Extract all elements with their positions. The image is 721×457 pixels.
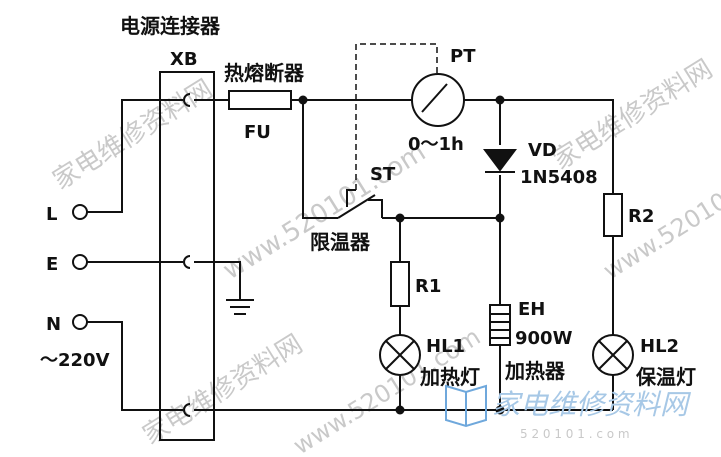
terminal-e-label: E [46, 254, 58, 275]
r1-label: R1 [415, 276, 441, 297]
heater-power: 900W [515, 328, 573, 349]
wire-ground [194, 261, 241, 300]
fuse-id: FU [244, 122, 271, 143]
site-logo-watermark: 家电维修资料网 5 2 0 1 0 1 . c o m [445, 384, 692, 441]
ground-icon [226, 299, 254, 315]
wire-top-bus-3 [464, 99, 614, 194]
heater-title: 加热器 [504, 359, 566, 383]
diode-model: 1N5408 [520, 167, 598, 188]
voltage-label: ～220V [40, 350, 110, 371]
terminal-n-label: N [46, 314, 61, 335]
switch-id: ST [370, 164, 396, 185]
wire-l [87, 99, 183, 213]
diode-vd-symbol [483, 149, 517, 173]
terminal-clamp-bottom [183, 403, 191, 417]
terminal-clamp-top [183, 93, 191, 107]
junction-dots [298, 95, 505, 415]
hl1-id: HL1 [426, 336, 465, 357]
timer-id: PT [450, 46, 476, 67]
limiter-title: 限温器 [310, 230, 371, 254]
heater-eh-symbol [489, 304, 511, 346]
hl1-title: 加热灯 [419, 365, 480, 389]
lamp-hl1-icon [379, 334, 421, 376]
lamp-hl2-icon [592, 334, 634, 376]
labels: 电源连接器 XB 热熔断器 FU PT 0～1h VD 1N5408 ST 限温… [40, 14, 696, 389]
resistor-r2-symbol [603, 193, 623, 237]
st-switch-arm [337, 194, 376, 219]
wire-n [87, 321, 183, 411]
logo-url-text: 5 2 0 1 0 1 . c o m [520, 427, 630, 441]
terminal-clamp-middle [183, 255, 191, 269]
st-switch-contact [368, 199, 383, 218]
watermark-brand-2: 家电维修资料网 [548, 54, 718, 176]
terminal-l-label: L [46, 204, 57, 225]
terminal-n-icon [72, 314, 88, 330]
connector-box [159, 71, 215, 441]
connector-id: XB [170, 49, 198, 70]
logo-book-icon [445, 384, 487, 428]
connector-terminals [183, 93, 191, 417]
st-switch-bimetal [346, 189, 356, 207]
timer-switch-mechanical-link [355, 43, 438, 190]
diode-id: VD [528, 140, 557, 161]
hl2-title: 保温灯 [635, 365, 696, 389]
connector-title: 电源连接器 [120, 14, 221, 38]
wire-to-st [302, 100, 338, 219]
terminal-l-icon [72, 204, 88, 220]
heater-id: EH [518, 299, 545, 320]
r2-label: R2 [628, 206, 654, 227]
resistor-r1-symbol [390, 261, 410, 307]
input-terminals [72, 204, 88, 330]
watermark-brand-1: 家电维修资料网 [48, 74, 218, 196]
timer-pt-symbol [411, 73, 465, 127]
fuse-title: 热熔断器 [224, 61, 305, 85]
timer-range: 0～1h [408, 134, 464, 155]
watermark-brand-3: 家电维修资料网 [138, 329, 308, 451]
fuse-symbol [228, 90, 292, 110]
hl2-id: HL2 [640, 336, 679, 357]
logo-brand-text: 家电维修资料网 [492, 388, 692, 421]
terminal-e-icon [72, 254, 88, 270]
